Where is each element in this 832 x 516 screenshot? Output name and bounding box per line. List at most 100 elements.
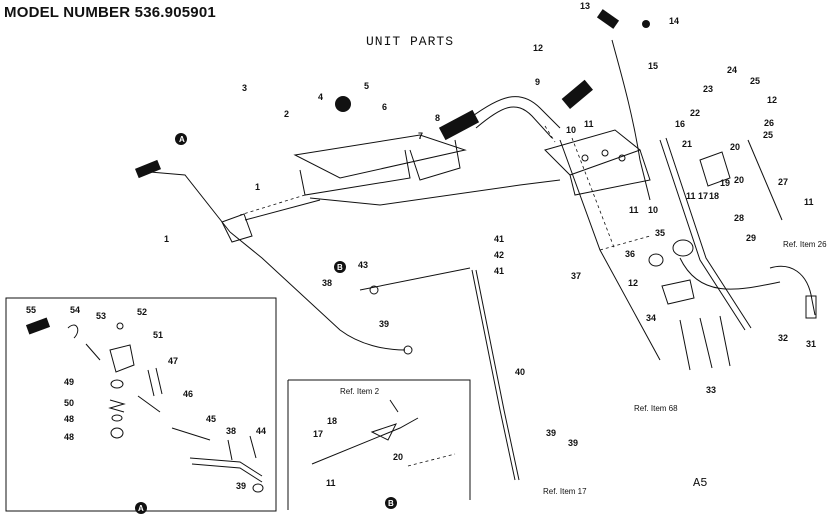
rod-40-b: [475, 269, 520, 481]
link-pivot: [369, 285, 379, 295]
callout-12b: 12: [767, 95, 777, 105]
callout-25b: 25: [763, 130, 773, 140]
inset-a-55: 55: [26, 305, 36, 315]
callout-35: 35: [655, 228, 665, 238]
inset-a-39: [252, 483, 264, 493]
knob-5: [335, 96, 351, 112]
inset-a-47: [147, 367, 163, 397]
callout-3: 3: [242, 83, 247, 93]
extra-39c: 39: [568, 438, 578, 448]
inset-b-labels: Ref. Item 2 18 17 20 11: [313, 387, 403, 488]
callout-11d: 11: [804, 197, 814, 207]
callout-19: 19: [720, 178, 730, 188]
inset-b-frame: [287, 379, 471, 510]
guide-1: [544, 125, 556, 143]
inset-b-marker-text: B: [388, 499, 394, 508]
inset-b-18-label: 18: [327, 416, 337, 426]
callout-36: 36: [625, 249, 635, 259]
guide-2: [599, 235, 651, 251]
callout-20b: 20: [734, 175, 744, 185]
callout-labels: A B A B 1 1 2 3 4 5 6 7 8 9 10 10 11 11 …: [138, 1, 827, 513]
callout-6: 6: [382, 102, 387, 112]
callout-40: 40: [515, 367, 525, 377]
inset-a-46: [137, 395, 161, 413]
inset-b-part-18: [370, 423, 397, 441]
inset-a-knob-55: [25, 317, 51, 335]
callout-7: 7: [418, 131, 423, 141]
callout-11a: 11: [584, 119, 594, 129]
callout-2: 2: [284, 109, 289, 119]
callout-20a: 20: [730, 142, 740, 152]
cable-15: [611, 39, 651, 201]
grip-8: [438, 109, 480, 141]
inset-a-49-label: 49: [64, 377, 74, 387]
callout-11b: 11: [629, 205, 639, 215]
inset-a-52-label: 52: [137, 307, 147, 317]
inset-a-47-label: 47: [168, 356, 178, 366]
shaft-37-dash: [571, 137, 616, 251]
diagram-subtitle: UNIT PARTS: [366, 34, 455, 49]
inset-a-48b: [110, 427, 124, 439]
callout-10a: 10: [566, 125, 576, 135]
inset-a-54-label: 54: [70, 305, 80, 315]
inset-a-50: [108, 399, 126, 413]
link-rod-38: [359, 267, 471, 291]
control-panel-top: [293, 134, 467, 179]
ref-item-68: Ref. Item 68: [634, 404, 678, 413]
rod-40: [471, 269, 516, 481]
inset-a-48-label: 48: [64, 414, 74, 424]
panel-rod: [309, 179, 561, 206]
callout-28b: 28: [734, 213, 744, 223]
clips-33: [679, 315, 731, 371]
callout-14: 14: [669, 16, 679, 26]
console-top: [544, 129, 642, 176]
extra-39b: 39: [546, 428, 556, 438]
diagram-code: A5: [693, 476, 708, 490]
callout-29: 29: [746, 233, 756, 243]
inset-a-39-label: 39: [236, 481, 246, 491]
part-36: [648, 253, 664, 267]
callout-1b: 1: [164, 234, 169, 244]
spring-31: [805, 295, 817, 319]
pulley-35: [672, 239, 694, 257]
callout-16: 16: [675, 119, 685, 129]
rod-27: [747, 139, 783, 221]
inset-b-marker-circle: [385, 497, 397, 509]
inset-a-38-label: 38: [226, 426, 236, 436]
inset-a-54: [67, 324, 79, 339]
callout-24: 24: [727, 65, 737, 75]
console-hole-3: [618, 154, 626, 162]
inset-a-53: [85, 343, 101, 361]
callout-32: 32: [778, 333, 788, 343]
console-front: [569, 149, 651, 196]
shift-link: [244, 199, 321, 221]
marker-a-text: A: [179, 135, 185, 144]
callout-13: 13: [580, 1, 590, 11]
inset-a-frame: [5, 297, 277, 512]
callout-11c: 11: [686, 191, 696, 201]
inset-a-50-label: 50: [64, 398, 74, 408]
callout-26: 26: [764, 118, 774, 128]
callout-12a: 12: [533, 43, 543, 53]
inset-b-dash: [407, 453, 456, 467]
grip-right: [561, 79, 593, 110]
callout-39: 39: [379, 319, 389, 329]
callout-1a: 1: [255, 182, 260, 192]
marker-b-text: B: [337, 263, 343, 272]
panel-dash-1: [239, 194, 306, 216]
callout-15: 15: [648, 61, 658, 71]
callout-41a: 41: [494, 234, 504, 244]
marker-b-main: [334, 261, 346, 273]
callout-43: 43: [358, 260, 368, 270]
inset-a-44-label: 44: [256, 426, 266, 436]
part-13: [596, 9, 620, 29]
callout-4: 4: [318, 92, 323, 102]
inset-a-marker-text: A: [138, 504, 144, 513]
inset-b-11-label: 11: [326, 478, 336, 488]
control-panel-front: [299, 149, 411, 196]
callout-38: 38: [322, 278, 332, 288]
callout-12c: 12: [628, 278, 638, 288]
shift-bracket: [221, 213, 253, 243]
marker-a-main: [175, 133, 187, 145]
